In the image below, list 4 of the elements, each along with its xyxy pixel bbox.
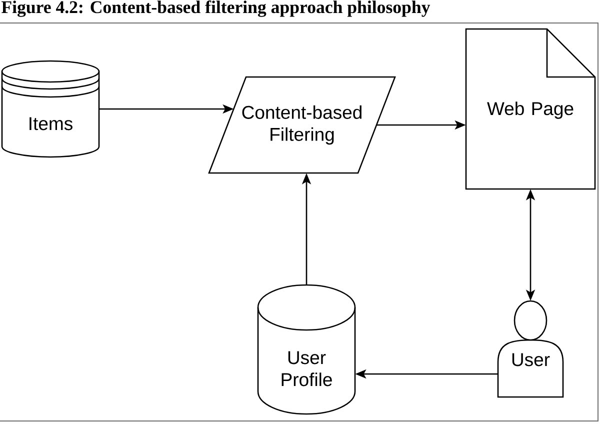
database-cylinder: Items — [1, 60, 100, 158]
database-cylinder: User Profile — [257, 284, 356, 415]
title: Figure 4.2: Content-based filtering approach philosophy — [2, 0, 430, 17]
process-parallelogram: Content-based Filtering — [208, 76, 396, 174]
